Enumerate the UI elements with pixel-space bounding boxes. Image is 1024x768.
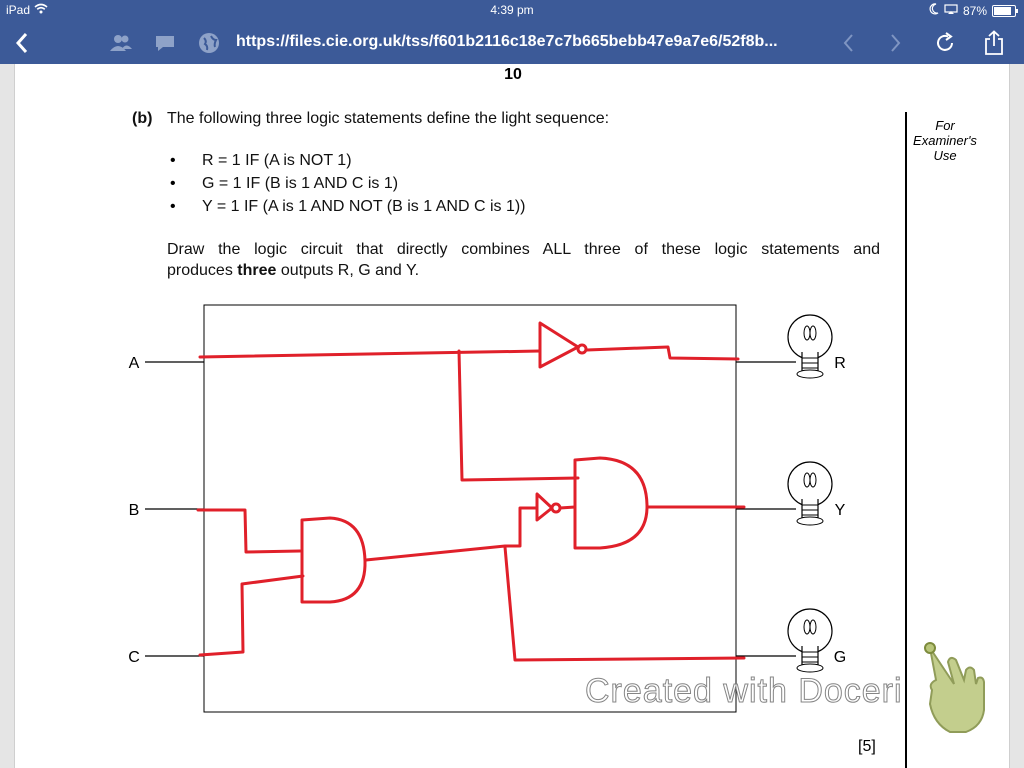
wire-c [198, 574, 305, 657]
clock: 4:39 pm [490, 3, 534, 17]
examiner-line-1: For [935, 118, 955, 133]
input-b-label: B [129, 502, 140, 519]
doceri-hand-icon [920, 640, 992, 741]
page-back-icon[interactable] [836, 28, 860, 58]
output-y-label: Y [835, 502, 846, 519]
output-g-label: G [834, 649, 846, 666]
wire-a-to-and [457, 349, 580, 482]
share-icon[interactable] [980, 28, 1008, 58]
question-part-label: (b) [132, 110, 153, 127]
examiner-column-rule [905, 112, 907, 768]
instruction-line-1: Draw the logic circuit that directly com… [167, 241, 880, 258]
messages-icon[interactable] [152, 28, 178, 58]
not-gate-y [535, 492, 554, 522]
and-gate-y [573, 456, 649, 550]
screen-mirror-icon [944, 3, 958, 18]
contacts-icon[interactable] [108, 28, 134, 58]
instruction-bold: three [237, 262, 277, 279]
watermark-text: Created with Doceri [585, 672, 903, 711]
globe-icon[interactable] [196, 28, 222, 58]
device-name: iPad [6, 3, 31, 17]
instruction-line-2: produces three outputs R, G and Y. [167, 262, 419, 280]
battery-icon [992, 4, 1018, 17]
browser-toolbar: https://files.cie.org.uk/tss/f601b2116c1… [0, 22, 1024, 64]
output-r-label: R [834, 355, 846, 372]
input-a-label: A [129, 355, 140, 372]
input-c-label: C [128, 649, 140, 666]
bulb-y-icon [787, 461, 833, 526]
not-gate-r-bubble [576, 343, 588, 355]
instruction-text: produces [167, 262, 238, 279]
marks-label: [5] [858, 738, 876, 755]
instruction-text-end: outputs R, G and Y. [276, 262, 420, 279]
wire-and-to-not [364, 506, 539, 562]
bulb-r-icon [787, 314, 833, 379]
examiner-line-2: Examiner's [913, 133, 977, 148]
wire-g-out [503, 545, 746, 662]
handdrawn-circuit [196, 321, 746, 662]
bullet-1: • [170, 152, 176, 169]
and-gate-bc [300, 516, 367, 604]
reload-icon[interactable] [930, 28, 960, 58]
bullet-2: • [170, 175, 176, 192]
url-field[interactable]: https://files.cie.org.uk/tss/f601b2116c1… [236, 33, 778, 50]
bulb-g-icon [787, 608, 833, 673]
bullet-3: • [170, 198, 176, 215]
status-bar: iPad 4:39 pm 87% [0, 0, 1024, 22]
wifi-icon [34, 3, 48, 17]
battery-percent: 87% [962, 3, 987, 18]
back-icon[interactable] [10, 28, 34, 58]
wire-not-to-and [558, 505, 577, 510]
wire-b [196, 508, 302, 554]
statement-r: R = 1 IF (A is NOT 1) [202, 152, 352, 169]
document-page [14, 64, 1010, 768]
not-gate-r [538, 321, 580, 369]
examiner-use-label: For Examiner's Use [906, 118, 984, 163]
examiner-line-3: Use [933, 148, 957, 163]
statement-g: G = 1 IF (B is 1 AND C is 1) [202, 175, 399, 192]
statement-y: Y = 1 IF (A is 1 AND NOT (B is 1 AND C i… [202, 198, 526, 215]
wire-a-main [198, 349, 542, 359]
page-forward-icon[interactable] [884, 28, 908, 58]
wire-r-out [585, 345, 740, 361]
page-number: 10 [504, 66, 522, 83]
question-intro: The following three logic statements def… [167, 110, 610, 127]
moon-icon [929, 3, 939, 18]
